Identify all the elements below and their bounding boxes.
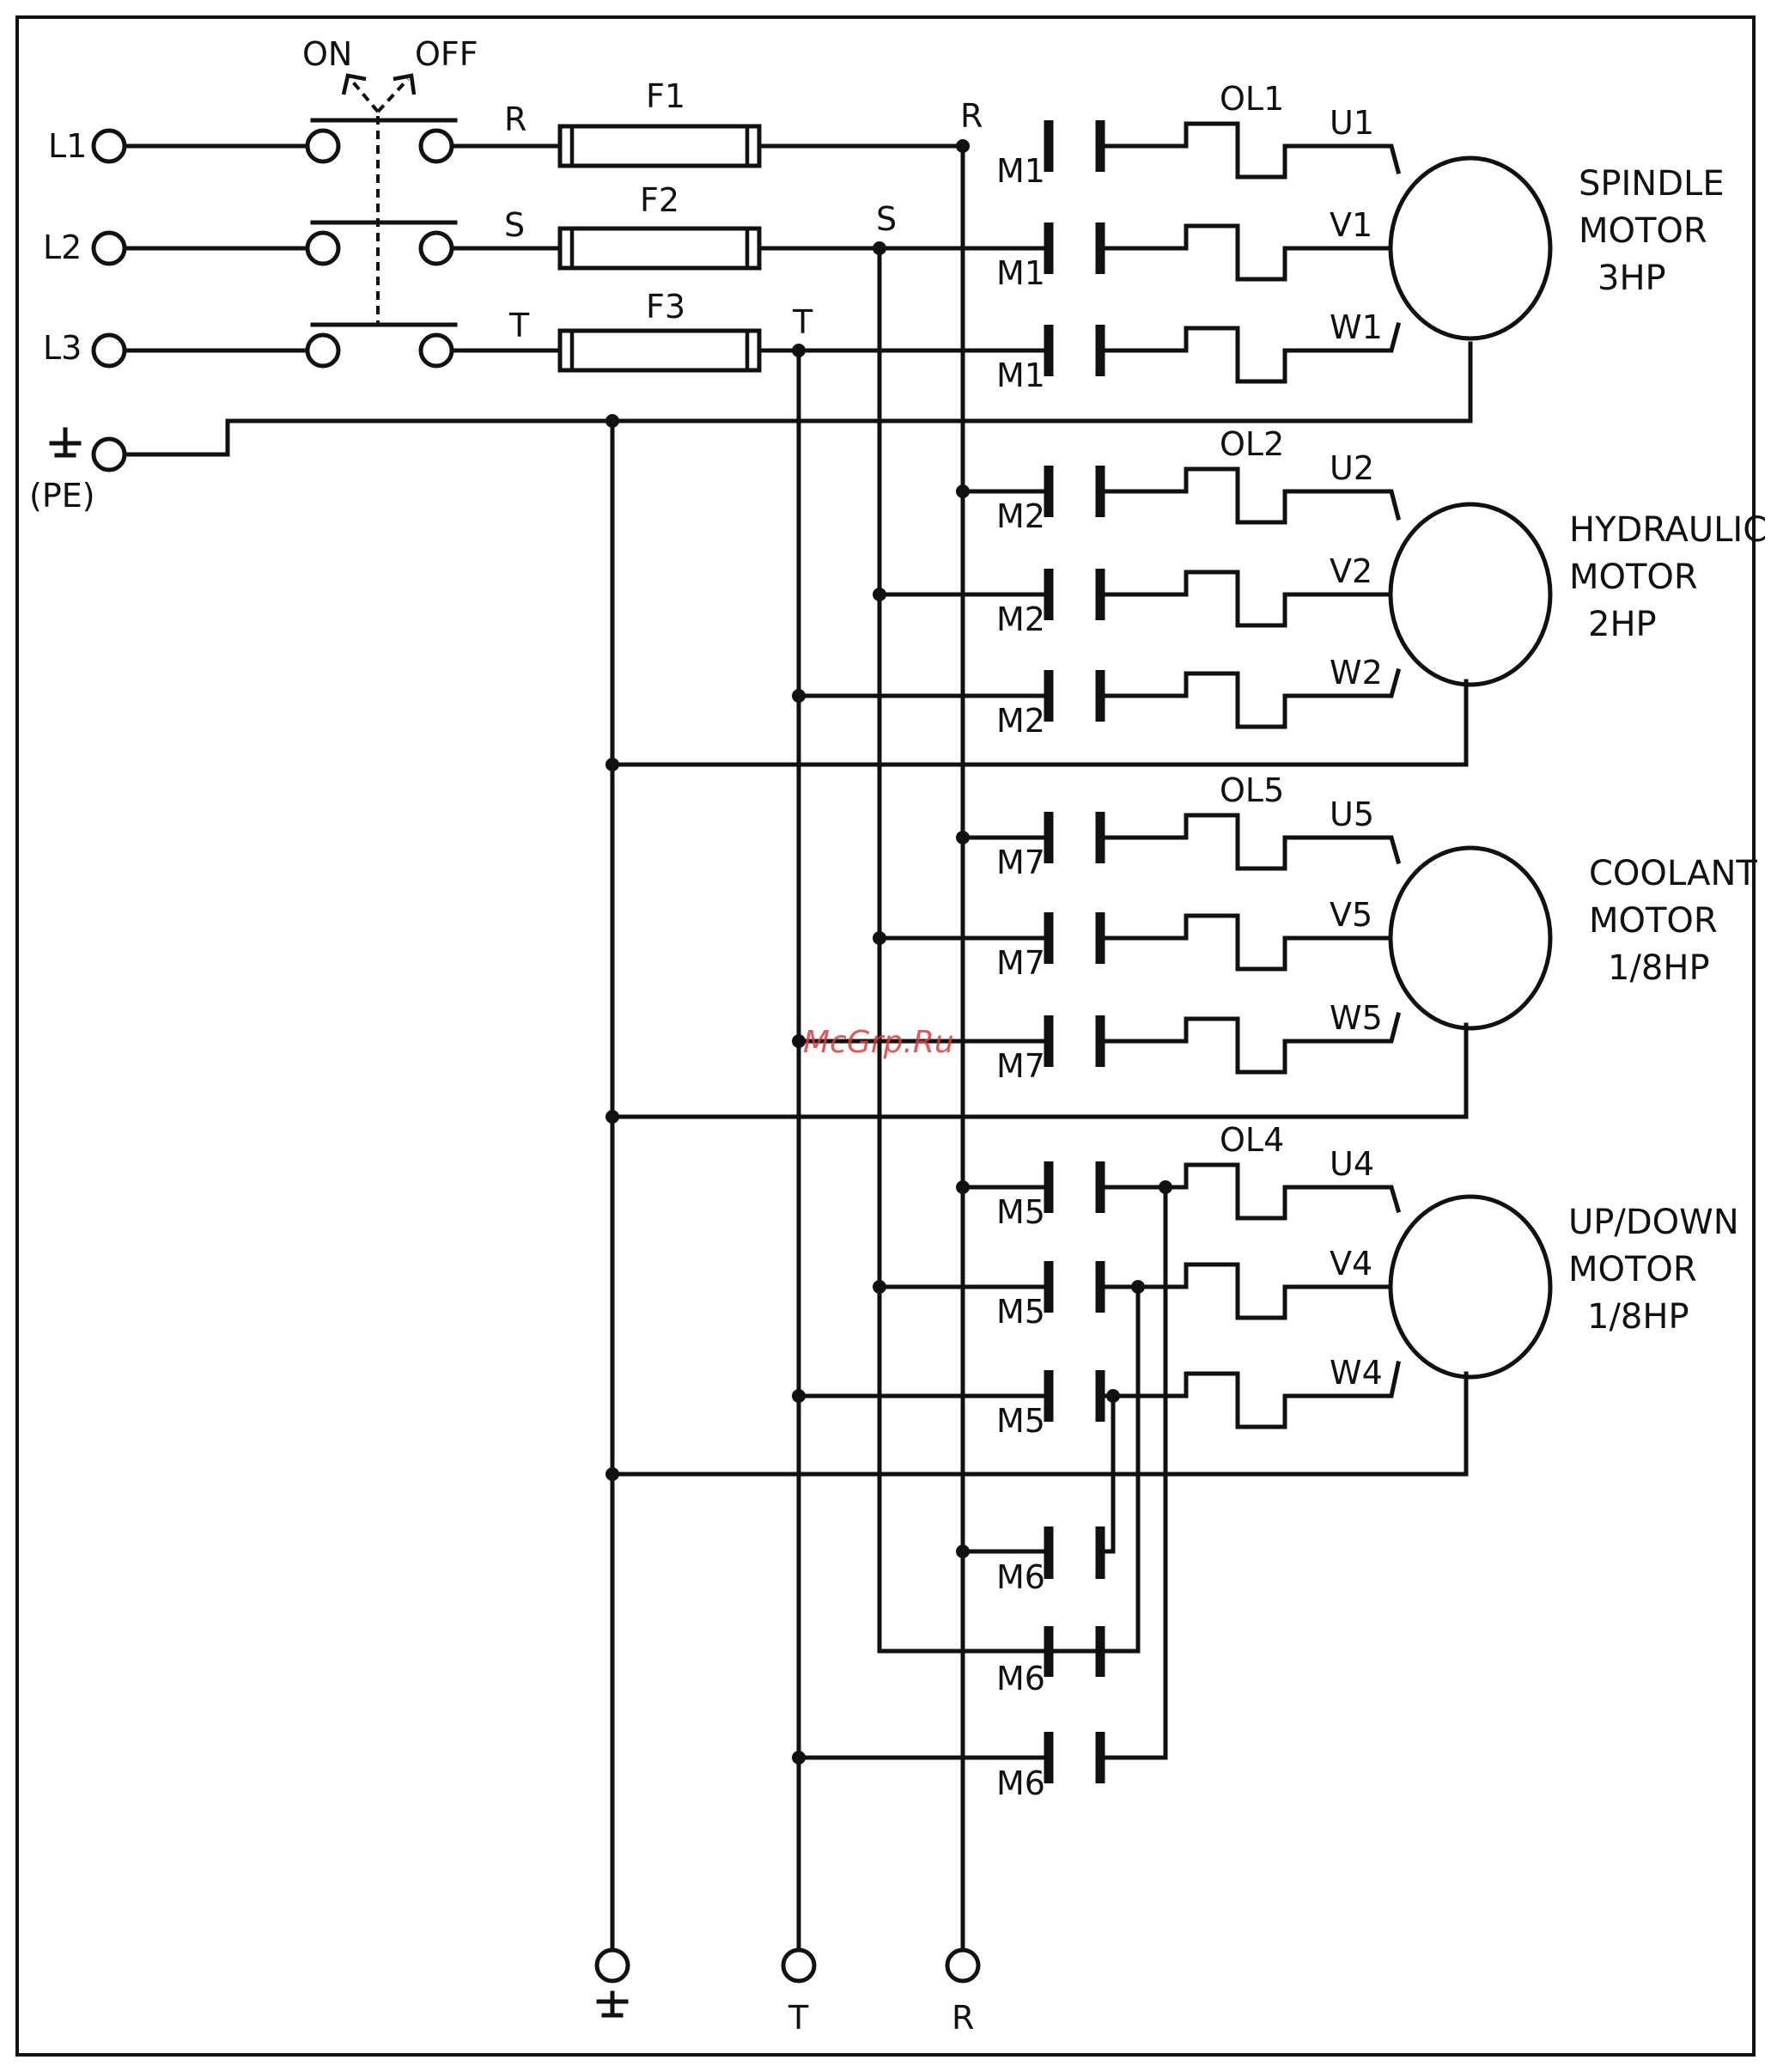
- switch-l1-terminal-out: [421, 131, 452, 161]
- reverse-contactor-m6: M6 M6 M6: [792, 1180, 1172, 1802]
- motor-symbol: [1391, 504, 1550, 685]
- motor-name-line: 3HP: [1598, 259, 1666, 298]
- contactor-label: M5: [996, 1293, 1045, 1331]
- fuse-f2-label: F2: [640, 181, 679, 219]
- junction-dot: [606, 1467, 619, 1481]
- m6-label-1: M6: [996, 1558, 1045, 1596]
- switch-l2-terminal-in: [307, 233, 338, 264]
- watermark: McGrp.Ru: [803, 1025, 954, 1060]
- fuse-f2: [560, 229, 759, 268]
- phase-r-label: R: [504, 101, 526, 138]
- contactor-label: M1: [996, 152, 1045, 190]
- contactor-label: M7: [996, 844, 1045, 881]
- bus-s-label: S: [876, 200, 897, 238]
- motor-terminal-label: W1: [1330, 308, 1383, 346]
- contactor-label: M5: [996, 1193, 1045, 1231]
- switch-arrow-icon: [344, 76, 414, 112]
- bus-r-label: R: [960, 97, 983, 135]
- bus-t-label: T: [792, 303, 813, 341]
- input-l3-label: L3: [43, 329, 82, 367]
- motor-name-line: HYDRAULIC: [1569, 510, 1767, 550]
- ground-pe-label: (PE): [29, 477, 95, 515]
- output-terminals: T R: [597, 1950, 978, 2037]
- contactor-label: M1: [996, 357, 1045, 394]
- input-l1-terminal: [94, 131, 125, 161]
- motor-terminal-label: U5: [1330, 795, 1374, 833]
- motor-name-line: MOTOR: [1579, 211, 1707, 251]
- motor-symbol: [1391, 158, 1550, 338]
- junction-dot: [873, 241, 886, 255]
- motor-name-line: MOTOR: [1589, 901, 1718, 941]
- input-l2-terminal: [94, 233, 125, 264]
- phase-t-label: T: [508, 307, 530, 344]
- switch-on-label: ON: [302, 35, 352, 73]
- motor-name-line: 2HP: [1588, 605, 1657, 644]
- output-t-label: T: [788, 1999, 809, 2037]
- ground-icon: [52, 430, 79, 455]
- input-l2-label: L2: [43, 229, 82, 266]
- motor-terminal-label: U2: [1330, 449, 1374, 487]
- overload-label: OL1: [1220, 80, 1284, 118]
- switch-l3-terminal-in: [307, 335, 338, 366]
- motor-terminal-label: W2: [1330, 654, 1383, 692]
- fuse-f3: [560, 331, 759, 370]
- input-pe-terminal: [94, 439, 125, 470]
- switch-l2-terminal-out: [421, 233, 452, 264]
- motor-terminal-label: U4: [1330, 1145, 1374, 1183]
- output-r-label: R: [952, 1999, 974, 2037]
- switch-off-label: OFF: [415, 35, 478, 73]
- motor-terminal-label: V1: [1330, 206, 1372, 244]
- motor-name-line: COOLANT: [1589, 854, 1757, 893]
- motor-name-line: 1/8HP: [1587, 1297, 1689, 1337]
- contactor-label: M2: [996, 497, 1045, 535]
- motor-name-line: SPINDLE: [1579, 164, 1725, 204]
- junction-dot: [792, 344, 806, 357]
- m6-label-3: M6: [996, 1764, 1045, 1802]
- junction-dot: [606, 414, 619, 428]
- motor-branches: M1U1M1V1M1W1OL1SPINDLEMOTOR3HPM2U2M2V2M2…: [606, 80, 1767, 1481]
- motor-terminal-label: V2: [1330, 552, 1372, 590]
- output-t-terminal: [783, 1950, 814, 1981]
- contactor-label: M2: [996, 600, 1045, 638]
- motor-branch-1: M1U1M1V1M1W1OL1SPINDLEMOTOR3HP: [996, 80, 1725, 394]
- junction-dot: [606, 1110, 619, 1124]
- motor-terminal-label: W5: [1330, 999, 1383, 1037]
- fuse-f1-label: F1: [646, 77, 685, 115]
- contactor-label: M2: [996, 702, 1045, 740]
- motor-terminal-label: V4: [1330, 1245, 1372, 1283]
- phase-s-label: S: [504, 206, 525, 244]
- motor-name-line: 1/8HP: [1608, 948, 1710, 988]
- m6-label-2: M6: [996, 1660, 1045, 1697]
- contactor-label: M7: [996, 944, 1045, 982]
- motor-name-line: MOTOR: [1569, 558, 1698, 597]
- contactor-label: M5: [996, 1402, 1045, 1440]
- output-r-terminal: [947, 1950, 978, 1981]
- input-l1-label: L1: [48, 127, 87, 165]
- overload-label: OL5: [1220, 771, 1284, 809]
- junction-dot: [956, 139, 970, 153]
- overload-label: OL4: [1220, 1121, 1284, 1159]
- motor-name-line: MOTOR: [1568, 1250, 1697, 1289]
- motor-terminal-label: U1: [1330, 104, 1374, 142]
- motor-name-line: UP/DOWN: [1568, 1203, 1739, 1242]
- motor-symbol: [1391, 848, 1550, 1028]
- motor-terminal-label: W4: [1330, 1354, 1383, 1392]
- contactor-label: M7: [996, 1047, 1045, 1085]
- switch-l1-terminal-in: [307, 131, 338, 161]
- input-l3-terminal: [94, 335, 125, 366]
- motor-terminal-label: V5: [1330, 896, 1372, 934]
- output-pe-terminal: [597, 1950, 628, 1981]
- overload-label: OL2: [1220, 425, 1284, 463]
- motor-symbol: [1391, 1197, 1550, 1377]
- junction-dot: [606, 758, 619, 771]
- switch-l3-terminal-out: [421, 335, 452, 366]
- ground-icon: [599, 1993, 626, 2015]
- fuse-f3-label: F3: [646, 288, 685, 326]
- contactor-label: M1: [996, 254, 1045, 292]
- fuse-f1: [560, 126, 759, 166]
